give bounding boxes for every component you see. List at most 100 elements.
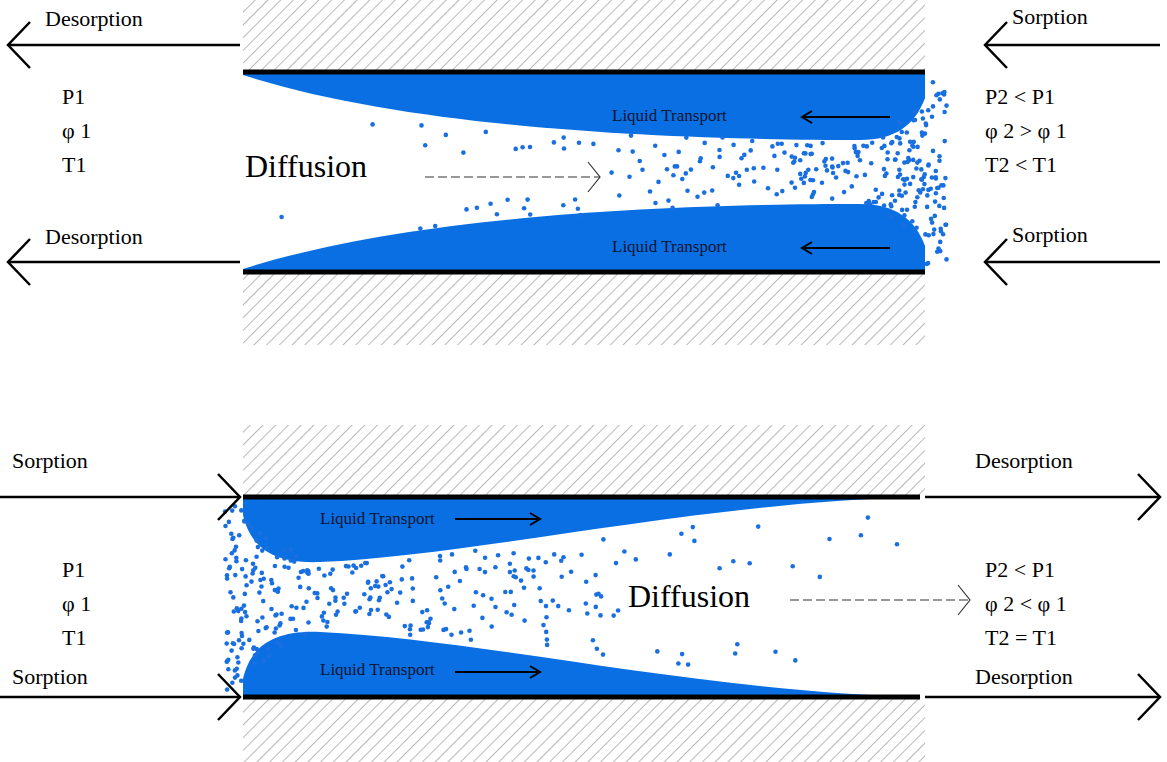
molecule-dot <box>913 118 918 123</box>
diffusion-label: Diffusion <box>245 148 367 185</box>
molecule-dot <box>780 189 785 194</box>
molecule-dot <box>679 532 684 537</box>
molecule-dot <box>503 590 508 595</box>
molecule-dot <box>937 159 942 164</box>
molecule-dot <box>369 586 374 591</box>
molecule-dot <box>830 165 835 170</box>
molecule-dot <box>279 215 284 220</box>
molecule-dot <box>854 174 859 179</box>
state-label: T1 <box>62 152 86 177</box>
molecule-dot <box>483 555 488 560</box>
molecule-dot <box>227 520 232 525</box>
molecule-dot <box>791 161 796 166</box>
molecule-dot <box>901 223 906 228</box>
molecule-dot <box>915 145 920 150</box>
wall-hatch <box>243 697 925 762</box>
molecule-dot <box>254 555 259 560</box>
molecule-dot <box>925 205 930 210</box>
molecule-dot <box>717 566 722 571</box>
molecule-dot <box>926 188 931 193</box>
molecule-dot <box>418 226 423 231</box>
molecule-dot <box>231 641 236 646</box>
molecule-dot <box>545 637 550 642</box>
molecule-dot <box>593 573 598 578</box>
molecule-dot <box>301 606 306 611</box>
molecule-dot <box>321 618 326 623</box>
molecule-dot <box>775 167 780 172</box>
molecule-dot <box>286 565 291 570</box>
molecule-dot <box>933 214 938 219</box>
molecule-dot <box>868 202 873 207</box>
molecule-dot <box>812 190 817 195</box>
molecule-dot <box>253 661 258 666</box>
molecule-dot <box>239 616 244 621</box>
molecule-dot <box>449 632 454 637</box>
molecule-dot <box>938 240 943 245</box>
molecule-dot <box>774 192 779 197</box>
molecule-dot <box>870 141 875 146</box>
molecule-dot <box>239 679 244 684</box>
wall-hatch <box>243 0 925 72</box>
molecule-dot <box>528 145 533 150</box>
wall-hatch <box>243 272 925 345</box>
molecule-dot <box>374 579 379 584</box>
molecule-dot <box>556 604 561 609</box>
molecule-dot <box>294 605 299 610</box>
flux-label: Desorption <box>975 664 1073 689</box>
molecule-dot <box>913 204 918 209</box>
molecule-dot <box>438 554 443 559</box>
molecule-dot <box>225 576 230 581</box>
molecule-dot <box>662 153 667 158</box>
molecule-dot <box>676 150 681 155</box>
molecule-dot <box>880 192 885 197</box>
liquid-film <box>243 204 925 272</box>
molecule-dot <box>902 182 907 187</box>
molecule-dot <box>923 232 928 237</box>
molecule-dot <box>234 559 239 564</box>
molecule-dot <box>655 649 660 654</box>
molecule-dot <box>689 167 694 172</box>
molecule-dot <box>914 225 919 230</box>
molecule-dot <box>890 140 895 145</box>
molecule-dot <box>858 158 863 163</box>
flux-label: Sorption <box>12 664 88 689</box>
molecule-dot <box>601 652 606 657</box>
molecule-dot <box>305 568 310 573</box>
molecule-dot <box>940 91 945 96</box>
molecule-dot <box>770 144 775 149</box>
molecule-dot <box>897 168 902 173</box>
molecule-dot <box>459 630 464 635</box>
molecule-dot <box>902 213 907 218</box>
molecule-dot <box>820 141 825 146</box>
molecule-dot <box>381 574 386 579</box>
molecule-dot <box>291 617 296 622</box>
molecule-dot <box>680 652 685 657</box>
molecule-dot <box>585 611 590 616</box>
molecule-dot <box>917 158 922 163</box>
molecule-dot <box>567 608 572 613</box>
molecule-dot <box>411 586 416 591</box>
flux-label: Sorption <box>1012 222 1088 247</box>
molecule-dot <box>442 601 447 606</box>
molecule-dot <box>358 605 363 610</box>
molecule-dot <box>438 558 443 563</box>
wall-hatch <box>243 425 925 497</box>
state-label: P1 <box>62 84 85 109</box>
molecule-dot <box>330 567 335 572</box>
molecule-dot <box>942 206 947 211</box>
molecule-dot <box>731 143 736 148</box>
molecule-dot <box>944 103 949 108</box>
molecule-dot <box>695 194 700 199</box>
molecule-dot <box>239 646 244 651</box>
molecule-dot <box>235 673 240 678</box>
molecule-dot <box>772 154 777 159</box>
molecule-dot <box>484 130 489 135</box>
molecule-dot <box>493 605 498 610</box>
molecule-dot <box>359 564 364 569</box>
molecule-dot <box>798 172 803 177</box>
molecule-dot <box>653 201 658 206</box>
molecule-dot <box>640 168 645 173</box>
molecule-dot <box>834 175 839 180</box>
molecule-dot <box>913 110 918 115</box>
